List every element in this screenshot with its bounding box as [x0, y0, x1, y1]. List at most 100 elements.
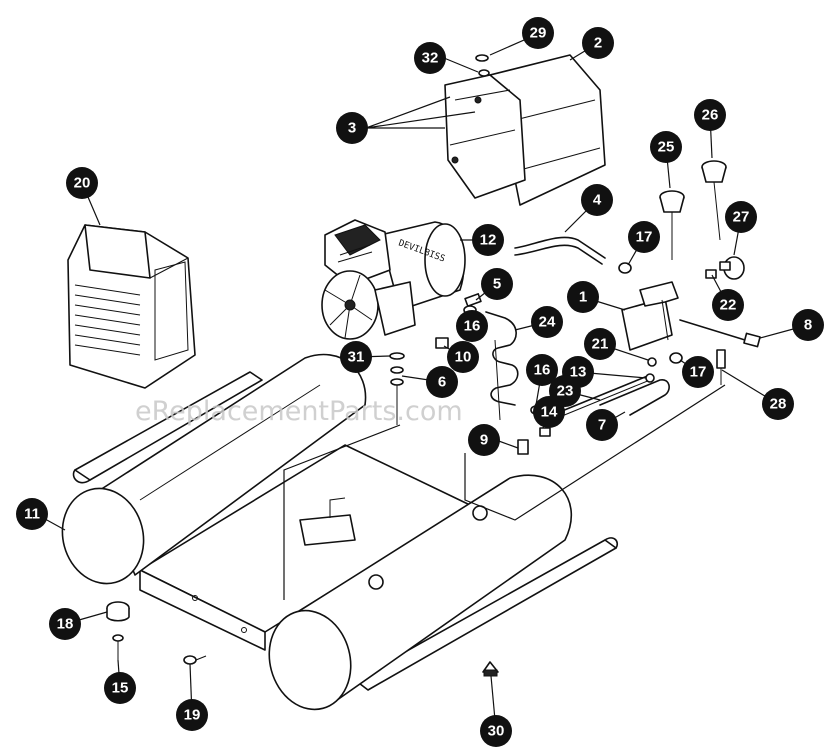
mount-6	[390, 366, 404, 425]
svg-text:17: 17	[690, 364, 707, 381]
callout-2: 2	[582, 27, 614, 59]
svg-text:11: 11	[24, 506, 40, 523]
svg-text:14: 14	[541, 404, 558, 421]
callout-17-upper: 17	[628, 221, 660, 253]
tank-lower	[268, 474, 572, 711]
callout-4: 4	[581, 184, 613, 216]
tube-24	[485, 311, 519, 421]
callout-26: 26	[694, 99, 726, 131]
callout-15: 15	[104, 672, 136, 704]
callout-5: 5	[481, 268, 513, 300]
foot-18	[106, 601, 130, 622]
washer-31	[389, 352, 405, 360]
svg-text:19: 19	[184, 707, 201, 724]
svg-text:31: 31	[348, 349, 365, 366]
pressure-switch-1	[621, 281, 679, 351]
svg-text:28: 28	[770, 396, 787, 413]
callout-22: 22	[712, 289, 744, 321]
svg-text:30: 30	[488, 723, 505, 740]
callout-21: 21	[584, 328, 616, 360]
svg-text:15: 15	[112, 680, 129, 697]
regulator-27	[719, 256, 745, 280]
callout-7: 7	[586, 409, 618, 441]
svg-text:25: 25	[658, 139, 675, 156]
hose-4	[514, 236, 606, 265]
svg-text:4: 4	[593, 192, 602, 209]
svg-text:10: 10	[455, 349, 472, 366]
svg-text:8: 8	[804, 317, 812, 334]
nut-10	[435, 337, 449, 349]
svg-text:7: 7	[598, 417, 606, 434]
svg-text:22: 22	[720, 297, 737, 314]
callout-14: 14	[533, 396, 565, 428]
skid-rail-left	[72, 371, 263, 484]
bolt-19	[183, 655, 207, 665]
svg-text:23: 23	[557, 383, 574, 400]
svg-text:18: 18	[57, 616, 74, 633]
svg-text:2: 2	[594, 35, 602, 52]
svg-text:32: 32	[422, 50, 439, 67]
callout-25: 25	[650, 131, 682, 163]
gauge-26	[701, 160, 727, 241]
fitting-21	[647, 357, 657, 367]
callout-27: 27	[725, 201, 757, 233]
callout-1: 1	[567, 281, 599, 313]
shroud-front-3	[444, 74, 526, 199]
svg-text:27: 27	[733, 209, 750, 226]
svg-text:9: 9	[480, 432, 488, 449]
fitting-17-lower	[669, 352, 683, 364]
callout-19: 19	[176, 699, 208, 731]
svg-text:13: 13	[570, 364, 587, 381]
watermark-text: eReplacementParts.com	[135, 396, 463, 427]
safety-valve-8	[679, 319, 761, 348]
svg-text:16: 16	[534, 362, 551, 379]
valve-22	[705, 269, 717, 279]
callout-8: 8	[792, 309, 824, 341]
fitting-5	[464, 293, 482, 307]
svg-text:3: 3	[348, 120, 356, 137]
callout-31: 31	[340, 341, 372, 373]
fitting-13	[645, 373, 655, 383]
svg-text:24: 24	[539, 314, 556, 331]
callout-32: 32	[414, 42, 446, 74]
svg-text:20: 20	[74, 175, 91, 192]
foot-30	[482, 661, 499, 677]
svg-text:17: 17	[636, 229, 653, 246]
callout-24: 24	[531, 306, 563, 338]
shroud-left-20	[67, 224, 196, 389]
svg-text:6: 6	[438, 374, 446, 391]
bolt-15	[112, 634, 124, 660]
drain-28	[716, 349, 726, 385]
callout-9: 9	[468, 424, 500, 456]
callout-28: 28	[762, 388, 794, 420]
callout-16-upper: 16	[456, 310, 488, 342]
fitting-17-upper	[618, 262, 632, 274]
fitting-9	[517, 439, 529, 455]
fitting-14	[539, 427, 551, 437]
callout-17-lower: 17	[682, 356, 714, 388]
callout-6: 6	[426, 366, 458, 398]
svg-text:16: 16	[464, 318, 481, 335]
motor-pump-assembly: DEVILBISS	[321, 219, 466, 340]
skid-rail-right	[354, 537, 619, 691]
tank-assembly	[61, 353, 619, 711]
callout-16-lower: 16	[526, 354, 558, 386]
svg-text:5: 5	[493, 276, 501, 293]
callout-20: 20	[66, 167, 98, 199]
callout-18: 18	[49, 608, 81, 640]
callout-11: 11	[16, 498, 48, 530]
callout-10: 10	[447, 341, 479, 373]
callout-12: 12	[472, 224, 504, 256]
screw-29	[475, 54, 489, 62]
tube-7	[599, 379, 670, 416]
callout-3: 3	[336, 112, 368, 144]
svg-text:12: 12	[480, 232, 497, 249]
svg-text:21: 21	[592, 336, 609, 353]
tank-frame	[139, 444, 471, 651]
svg-text:26: 26	[702, 107, 719, 124]
svg-text:1: 1	[579, 289, 587, 306]
gauge-25	[659, 190, 685, 260]
svg-text:29: 29	[530, 25, 547, 42]
shroud-vent-slots	[74, 284, 141, 356]
